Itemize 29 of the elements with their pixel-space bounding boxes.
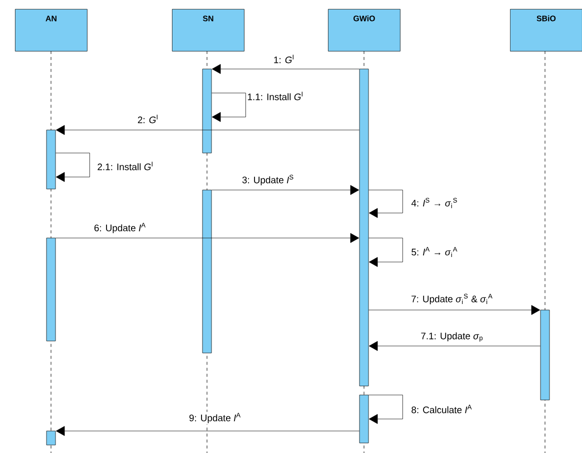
message-arrow <box>56 125 360 135</box>
activation-bar <box>540 310 550 400</box>
edge-label: 2: G$^{I}$ <box>136 114 160 124</box>
self-message-arrow <box>368 238 403 267</box>
message-arrow <box>56 233 360 243</box>
message-arrow <box>212 64 360 74</box>
activation-bar <box>202 190 212 354</box>
message-arrow <box>212 185 360 195</box>
edge-label: 6: Update I$^{A}$ <box>92 222 148 234</box>
activation-bar <box>46 130 56 190</box>
edge-label: 3: Update I$^{S}$ <box>240 174 296 186</box>
self-message-arrow <box>368 190 403 218</box>
self-message-arrow <box>56 152 90 182</box>
activation-bar <box>359 394 369 444</box>
edge-label: 7.1: Update σ$_{p}$ <box>420 331 484 343</box>
edge-label: 1.1: Install G$^{I}$ <box>246 90 305 102</box>
activation-bar <box>359 68 369 386</box>
self-message-arrow <box>368 394 403 424</box>
message-arrow <box>368 305 540 315</box>
activation-bar <box>46 430 56 446</box>
activation-bar <box>202 68 212 154</box>
message-arrow <box>368 341 540 351</box>
message-arrow <box>56 426 360 436</box>
activation-bar <box>46 238 56 342</box>
self-message-arrow <box>212 92 246 122</box>
edge-label: 9: Update I$^{A}$ <box>188 412 242 424</box>
edge-label: 2.1: Install G$^{I}$ <box>96 160 155 172</box>
edge-label: 8: Calculate I$^{A}$ <box>410 404 474 414</box>
edge-label: 1: G$^{I}$ <box>272 54 296 64</box>
